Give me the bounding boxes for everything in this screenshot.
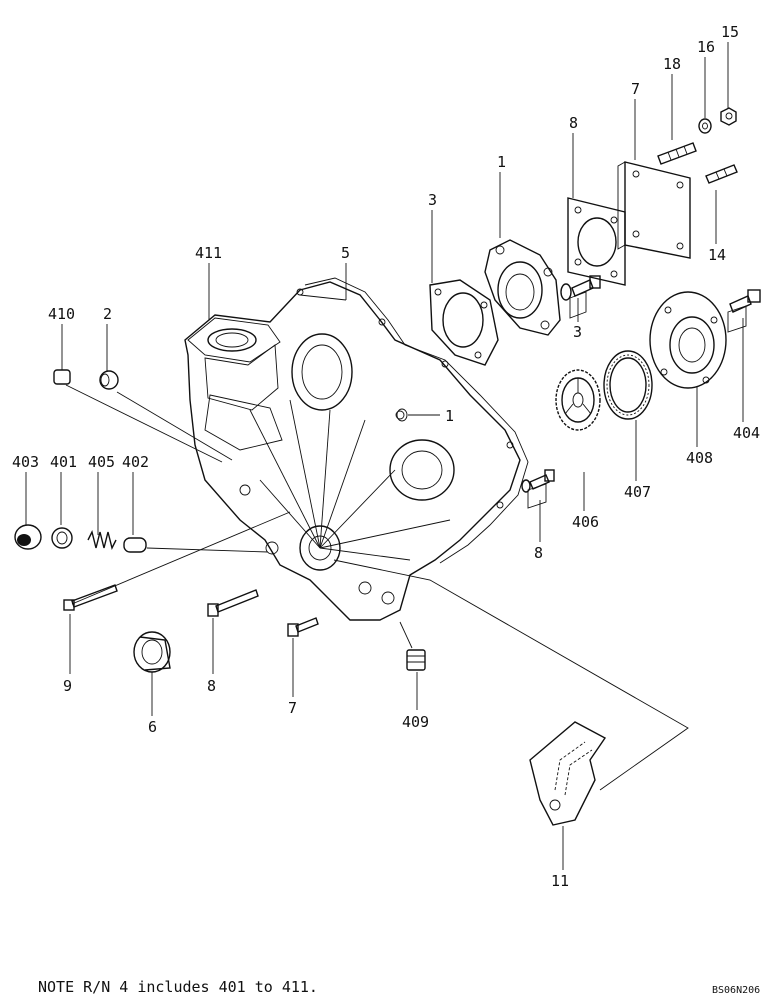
- callout-16: 16: [697, 38, 715, 56]
- bolt-9: [63, 584, 118, 611]
- gasket-3: [429, 279, 499, 366]
- nut-15: [720, 107, 737, 126]
- callout-2: 2: [103, 305, 112, 323]
- callout-1-top: 1: [497, 153, 506, 171]
- gear-case-housing: [184, 277, 529, 621]
- callout-9: 9: [63, 677, 72, 695]
- ring-gear-407: [603, 350, 653, 420]
- callout-labels: 15 16 18 7 8 1 3 14 411 5 410 2 3 404 1 …: [12, 23, 760, 890]
- callout-7-top: 7: [631, 80, 640, 98]
- drawing-code: BS06N206: [712, 985, 761, 996]
- callout-8-bottom: 8: [207, 677, 216, 695]
- bracket-11: [529, 721, 607, 826]
- gasket-8: [567, 197, 626, 286]
- callout-3-mid: 3: [573, 323, 582, 341]
- callout-14: 14: [708, 246, 726, 264]
- bolt-7-bottom: [287, 617, 319, 637]
- washer-16: [698, 118, 712, 134]
- bolt-8-right: [521, 469, 555, 509]
- ring-401: [51, 527, 73, 549]
- callout-18: 18: [663, 55, 681, 73]
- pump-body-1: [484, 239, 561, 336]
- spring-405: [87, 529, 117, 551]
- gear-406: [555, 369, 601, 431]
- stud-18: [657, 142, 697, 165]
- callout-8-right: 8: [534, 544, 543, 562]
- callout-3-top: 3: [428, 191, 437, 209]
- callout-401: 401: [50, 453, 77, 471]
- callout-1-mid: 1: [445, 407, 454, 425]
- flange-408: [649, 291, 727, 389]
- callout-410: 410: [48, 305, 75, 323]
- callout-402: 402: [122, 453, 149, 471]
- bolt-404: [727, 289, 761, 333]
- cover-plate-7: [617, 161, 691, 259]
- callout-407: 407: [624, 483, 651, 501]
- bushing-2: [99, 370, 119, 390]
- callout-8-top: 8: [569, 114, 578, 132]
- stud-14: [705, 164, 738, 184]
- callout-411: 411: [195, 244, 222, 262]
- callout-6: 6: [148, 718, 157, 736]
- note-text: NOTE R/N 4 includes 401 to 411.: [38, 978, 318, 996]
- bolt-8-bottom: [207, 589, 259, 617]
- callout-5: 5: [341, 244, 350, 262]
- plug-409: [406, 649, 426, 671]
- callout-403: 403: [12, 453, 39, 471]
- callout-15: 15: [721, 23, 739, 41]
- callout-11: 11: [551, 872, 569, 890]
- callout-409: 409: [402, 713, 429, 731]
- seal-403: [14, 524, 42, 550]
- callout-405: 405: [88, 453, 115, 471]
- oil-seal-6: [133, 631, 171, 673]
- callout-404: 404: [733, 424, 760, 442]
- bolt-3-with-washer: [560, 275, 601, 319]
- callout-7-bottom: 7: [288, 699, 297, 717]
- plunger-402: [123, 537, 147, 553]
- callout-408: 408: [686, 449, 713, 467]
- callout-406: 406: [572, 513, 599, 531]
- plug-410: [53, 369, 71, 385]
- washer-1-mid: [396, 408, 408, 422]
